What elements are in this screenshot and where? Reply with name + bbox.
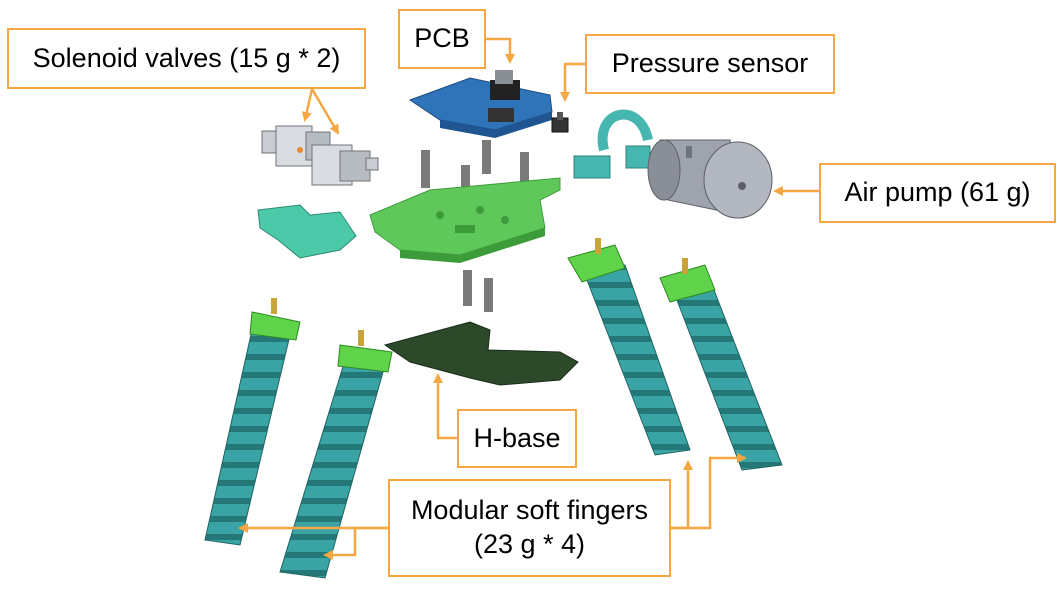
bracket-icon [257,204,357,259]
air-pump-label: Air pump (61 g) [819,163,1056,223]
mounting-plate-icon [369,177,561,263]
pressure-sensor-icon [551,112,569,133]
soft-fingers-text-line2: (23 g * 4) [473,529,586,559]
soft-finger-icon [279,330,393,579]
solenoid-valve-icon [311,144,379,186]
solenoid-valves-text: Solenoid valves (15 g * 2) [32,42,341,73]
pcb-board-icon [408,70,553,138]
pressure-sensor-text: Pressure sensor [611,48,809,79]
h-base-text: H-base [473,422,561,453]
soft-finger-icon [567,238,691,456]
soft-finger-icon [204,298,301,546]
leader-arrows [238,37,819,560]
standoff-icon [421,140,529,312]
soft-fingers-text-line1: Modular soft fingers [410,495,649,526]
soft-finger-icon [659,258,783,471]
pressure-sensor-label: Pressure sensor [585,34,835,94]
pcb-text: PCB [414,23,470,54]
tube-icon [573,109,653,179]
air-pump-icon [647,139,773,219]
solenoid-valves-label: Solenoid valves (15 g * 2) [7,28,366,89]
soft-fingers-label: Modular soft fingers (23 g * 4) [388,479,671,577]
air-pump-text: Air pump (61 g) [844,177,1031,208]
pcb-label: PCB [398,9,486,69]
h-base-icon [383,321,579,386]
h-base-label: H-base [457,409,577,468]
